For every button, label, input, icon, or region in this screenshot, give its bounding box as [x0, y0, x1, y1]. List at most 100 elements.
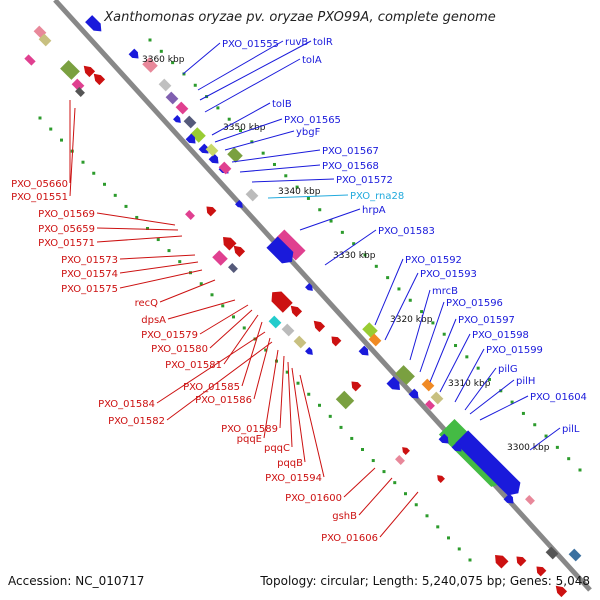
gene-label-reverse: PXO_01606 — [321, 533, 378, 544]
gene-forward — [175, 101, 189, 115]
leader-line — [279, 355, 285, 429]
gene-forward — [85, 15, 102, 32]
gene-reverse — [402, 447, 410, 455]
gene-label-reverse: PXO_01573 — [61, 255, 118, 266]
gene-label-forward: ruvB — [285, 37, 308, 48]
tick-label: 3360 kbp — [142, 55, 185, 65]
gene-reverse — [185, 210, 195, 220]
guide-dot — [476, 366, 480, 370]
gene-forward — [421, 378, 435, 392]
gene-reverse-shape — [212, 250, 228, 266]
gene-forward — [395, 365, 415, 385]
leader-line — [464, 367, 497, 411]
gene-label-reverse: PXO_01582 — [108, 416, 165, 427]
tick-label: 3300 kbp — [507, 443, 550, 453]
guide-dot — [408, 298, 412, 302]
gene-reverse — [24, 54, 36, 66]
leader-line — [409, 289, 431, 361]
gene-forward — [274, 229, 306, 261]
gene-reverse — [268, 315, 282, 329]
gene-label-forward: pilL — [562, 424, 580, 435]
gene-forward — [235, 200, 243, 208]
gene-reverse-shape — [24, 54, 36, 66]
guide-dot — [285, 370, 289, 374]
map-title: Xanthomonas oryzae pv. oryzae PXO99A, co… — [104, 10, 496, 25]
gene-reverse-shape — [71, 78, 85, 92]
tick-label: 3310 kbp — [448, 379, 491, 389]
gene-reverse-shape — [305, 347, 313, 355]
gene-label-reverse: PXO_01579 — [141, 330, 198, 341]
gene-reverse — [437, 475, 445, 483]
gene-reverse-shape — [516, 556, 527, 567]
guide-dot — [221, 304, 225, 308]
guide-dot — [374, 264, 378, 268]
guide-dot — [425, 514, 429, 518]
gene-forward — [173, 115, 181, 123]
gene-forward-shape — [183, 115, 197, 129]
leader-line — [358, 477, 393, 516]
guide-dot — [284, 174, 288, 178]
guide-dot — [171, 61, 175, 65]
leader-line — [299, 374, 325, 478]
gene-reverse — [351, 381, 362, 392]
gene-label-forward: PXO_01583 — [378, 226, 435, 237]
gene-reverse-shape — [38, 33, 52, 47]
guide-dot — [447, 536, 450, 540]
gene-label-forward: hrpA — [362, 205, 386, 216]
guide-dot — [487, 377, 491, 381]
gene-reverse — [228, 263, 238, 273]
guide-dot — [264, 348, 268, 352]
guide-dot — [272, 162, 276, 166]
gene-forward — [545, 546, 559, 560]
leader-line — [166, 341, 273, 421]
gene-forward — [305, 283, 313, 291]
guide-dot — [352, 242, 356, 246]
gene-forward — [185, 133, 196, 144]
guide-dot — [361, 448, 364, 451]
gene-label-reverse: recQ — [135, 298, 159, 309]
gene-forward-shape — [386, 376, 400, 390]
leader-line — [299, 208, 361, 231]
guide-dot — [404, 492, 407, 496]
gene-forward — [205, 143, 219, 157]
gene-reverse — [71, 78, 85, 92]
topology-label: Topology: circular; Length: 5,240,075 bp… — [260, 574, 590, 588]
gene-reverse — [212, 250, 228, 266]
gene-forward — [503, 493, 514, 504]
guide-dot — [216, 106, 220, 110]
guide-dot — [296, 381, 300, 385]
gene-label-forward: PXO_01599 — [486, 345, 543, 356]
guide-dot — [210, 293, 214, 297]
guide-dot — [454, 344, 458, 348]
leader-line — [291, 367, 306, 463]
guide-dot — [295, 185, 299, 189]
gene-forward — [198, 143, 209, 154]
leader-line — [211, 102, 271, 136]
guide-dot — [363, 253, 367, 257]
leader-line — [159, 279, 216, 303]
gene-forward-shape — [368, 333, 382, 347]
gene-forward — [451, 441, 462, 452]
gene-reverse — [293, 335, 307, 349]
gene-reverse-shape — [313, 320, 326, 333]
gene-forward — [266, 236, 294, 264]
gene-reverse — [331, 336, 342, 347]
leader-line — [469, 379, 515, 415]
guide-dot — [156, 238, 160, 242]
gene-label-reverse: gshB — [332, 511, 357, 522]
guide-dot — [242, 326, 246, 330]
gene-label-forward: PXO_01572 — [336, 175, 393, 186]
guide-dot — [81, 160, 85, 164]
gene-forward — [227, 147, 243, 163]
leader-line — [253, 337, 271, 400]
guide-dot — [193, 83, 197, 87]
guide-dot — [578, 468, 582, 472]
leader-line — [429, 318, 457, 383]
gene-label-reverse: PXO_01600 — [285, 493, 342, 504]
gene-reverse-shape — [395, 455, 405, 465]
guide-dot — [350, 436, 354, 440]
gene-forward-shape — [451, 441, 462, 452]
gene-forward — [165, 91, 179, 105]
leader-line — [241, 321, 263, 387]
